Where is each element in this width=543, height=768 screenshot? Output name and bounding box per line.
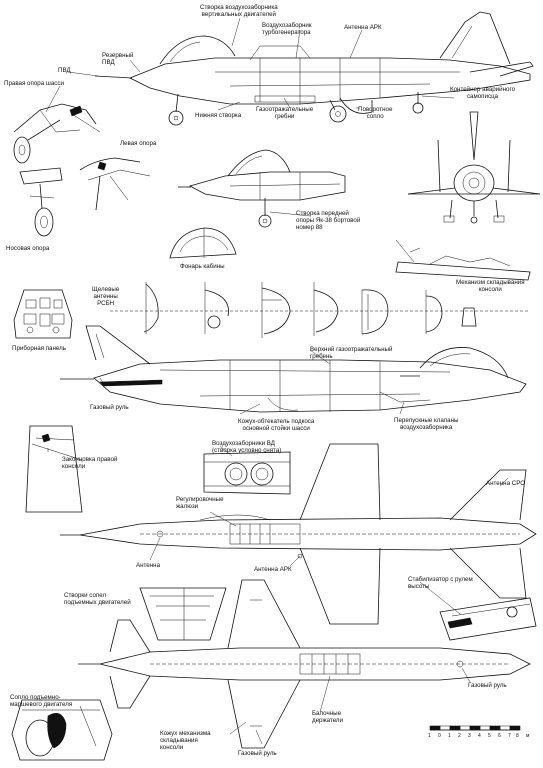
label-lift-nozzle-doors: Створки сопел подъемных двигателей [64,592,131,606]
label-adjustable-louvers: Регулировочные жалюзи [176,496,224,510]
scale-tick-label: 1 [428,733,431,739]
cruise-nozzle-sketch [11,699,113,761]
label-turbogenerator-intake: Воздухозаборник турбогенератора [262,22,312,36]
label-gas-rudder-bottom: Газовый руль [238,750,277,757]
middle-side-view [60,325,527,413]
scale-tick-label: 2 [458,733,461,739]
label-recorder-container: Контейнер аварийного самописца [450,86,516,100]
cross-sections [110,282,530,338]
label-lower-door: Нижняя створка [195,112,242,119]
label-ark-antenna-top: Антенна АРК [344,24,382,31]
scale-tick-label: 6 [498,733,501,739]
label-upper-ridge: Верхний газоотражательный гребень [310,346,393,360]
lift-nozzle-doors-sketch [139,587,227,641]
label-antenna-mid: Антенна [136,562,161,569]
label-front-gear-door: Створка передней опоры Як-38 бортовой но… [296,210,361,231]
scale-tick-label: 7 [508,733,511,739]
scale-tick-label: 3 [468,733,471,739]
leader-lines [45,17,509,745]
label-instrument-panel: Приборная панель [12,345,66,352]
label-stabilizer: Стабилизатор с рулем высоты [408,576,473,590]
upper-plan-view [60,443,537,625]
second-side-view [178,149,346,228]
label-gas-rudder-mid: Газовый руль [90,404,129,411]
scale-tick-label: 4 [478,733,481,739]
scale-unit: м [526,733,530,739]
label-slot-antennas: Щелевые антенны РСБН [92,286,120,307]
top-side-view [94,11,534,126]
label-intake-door: Створка воздухозаборника вертикальных дв… [200,4,278,18]
label-cruise-nozzle: Сопло подъемно- маршевого двигателя [10,694,73,708]
stabilizer-sketch [439,597,537,641]
label-pylons: Балочные держатели [312,710,344,724]
label-canopy: Фонарь кабины [180,263,225,270]
front-view [407,111,541,224]
label-folding-cover: Кожух механизма складывания консоли [160,730,211,751]
scale-tick-label: 8 [516,733,519,739]
label-right-gear: Правая опора шасси [4,80,64,87]
scale-tick-label: 1 [448,733,451,739]
label-lift-intakes: Воздухозаборники ВД (створка условно сня… [212,440,282,454]
instrument-panel-sketch [13,289,73,339]
scale-tick-label: 5 [488,733,491,739]
label-backup-pitot: Резервный ПВД [102,52,134,66]
canopy-sketch [169,227,237,259]
label-gas-deflector-ridges: Газоотражательные гребни [256,106,314,120]
folding-mechanism-sketch [395,239,531,281]
left-gear-detail [79,157,151,211]
label-nose-gear: Носовая опора [6,245,50,252]
label-bypass-valves: Перепускные клапаны воздухозаборника [394,417,459,431]
right-gear-detail [13,103,101,164]
lower-plan-view [78,579,531,749]
scale-tick-label: 0 [438,733,441,739]
label-left-gear: Левая опора [120,140,157,147]
label-folding-mechanism: Механизм складывания консоли [456,279,525,293]
label-pitot: ПВД [58,67,71,74]
nose-gear-detail [19,167,63,237]
scale-bar [429,725,521,731]
wingtip-sketch [25,425,83,513]
label-swivel-nozzle: Поворотное сопло [358,106,393,120]
intake-sketch [203,451,291,495]
label-sro-antenna: Антенна СРО [486,480,526,487]
label-gas-rudder-right: Газовый руль [468,682,507,689]
label-ark-antenna-bottom: Антенна АРК [254,566,292,573]
label-strut-fairing: Кожух-обтекатель подкоса основной стойки… [238,418,315,432]
label-wingtip: Законцовка правой консоли [62,456,118,470]
